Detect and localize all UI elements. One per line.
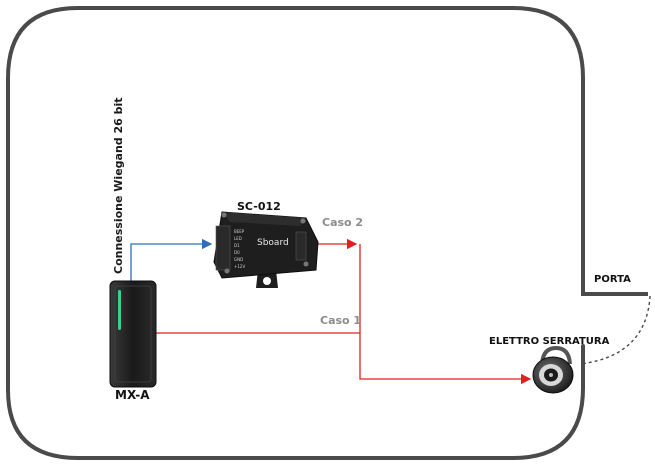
wiegand-connection-label: Connessione Wiegand 26 bit bbox=[112, 97, 125, 274]
pin-label-gnd: GND bbox=[234, 257, 243, 262]
case2-label: Caso 2 bbox=[322, 216, 363, 229]
case1-label: Caso 1 bbox=[320, 314, 361, 327]
controller-label: SC-012 bbox=[237, 200, 281, 213]
door-label: PORTA bbox=[594, 274, 631, 285]
reader-label: MX-A bbox=[115, 388, 150, 402]
wiegand-wire bbox=[130, 238, 213, 281]
controller-brand: Sboard bbox=[257, 238, 289, 248]
room-wall bbox=[6, 6, 585, 460]
pin-label-12v: +12V bbox=[234, 264, 245, 269]
sc-012-controller: BEEP LED D1 D0 GND +12V Sboard bbox=[213, 211, 319, 288]
lock-label: ELETTRO SERRATURA bbox=[489, 336, 610, 347]
door-swing bbox=[579, 295, 651, 365]
pin-label-beep: BEEP bbox=[234, 229, 245, 234]
lock-feed-wire bbox=[359, 244, 532, 385]
reader-led bbox=[118, 290, 121, 330]
pin-label-d1: D1 bbox=[234, 243, 240, 248]
electric-lock bbox=[532, 345, 574, 394]
pin-label-d0: D0 bbox=[234, 250, 240, 255]
pin-label-led: LED bbox=[234, 236, 242, 241]
mx-a-reader bbox=[109, 280, 157, 388]
